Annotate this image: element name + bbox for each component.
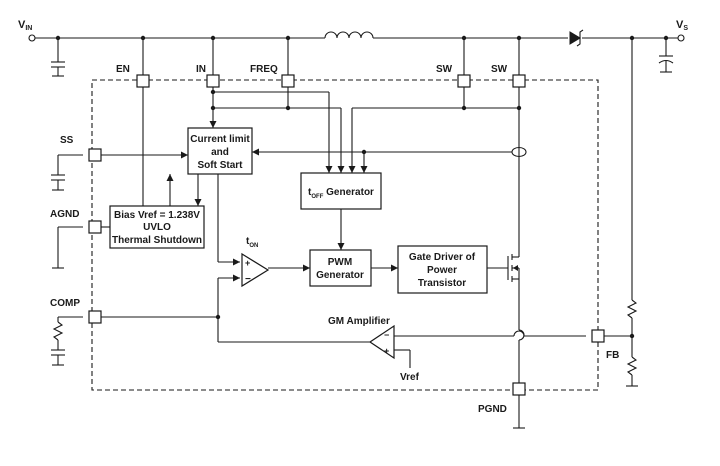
svg-text:UVLO: UVLO: [143, 222, 171, 233]
svg-text:Current limit: Current limit: [190, 134, 250, 145]
gate-driver-block: Gate Driver of Power Transistor: [397, 245, 488, 294]
svg-text:−: −: [245, 274, 251, 285]
en-label: EN: [116, 64, 130, 75]
svg-text:+: +: [245, 258, 250, 268]
vs-label: VS: [676, 19, 688, 32]
comp-label: COMP: [50, 298, 80, 309]
svg-text:and: and: [211, 147, 229, 158]
sw-pin-2: [512, 74, 526, 88]
input-capacitor-icon: [51, 38, 65, 77]
freq-label: FREQ: [250, 64, 278, 75]
pwm-generator-block: PWM Generator: [309, 249, 372, 287]
current-limit-block: Current limit and Soft Start: [187, 127, 253, 175]
vs-terminal: [677, 34, 685, 42]
comp-rc-network-icon: [51, 317, 65, 366]
inductor-icon: [324, 31, 374, 39]
sw-label-1: SW: [436, 64, 453, 75]
svg-text:Bias Vref = 1.238V: Bias Vref = 1.238V: [114, 210, 200, 221]
vin-label: VIN: [18, 19, 32, 32]
toff-generator-block: tOFF Generator: [300, 172, 382, 210]
in-label: IN: [196, 64, 206, 75]
agnd-label: AGND: [50, 209, 79, 220]
pgnd-label: PGND: [478, 404, 507, 415]
svg-text:Soft Start: Soft Start: [198, 160, 244, 171]
output-capacitor-icon: [658, 38, 674, 73]
in-pin: [206, 74, 220, 88]
ic-boundary: [91, 79, 599, 391]
comp-pin: [88, 310, 102, 324]
freq-pin: [281, 74, 295, 88]
sw-label-2: SW: [491, 64, 508, 75]
svg-text:Transistor: Transistor: [418, 278, 466, 289]
feedback-divider: [604, 38, 638, 387]
top-rail: [28, 29, 685, 47]
agnd-pin: [88, 220, 102, 234]
gm-amplifier-label: GM Amplifier: [328, 316, 390, 327]
schottky-diode-icon: [569, 29, 584, 47]
lower-resistor-icon: [626, 356, 638, 376]
svg-text:PWM: PWM: [328, 257, 352, 268]
ss-pin: [88, 148, 102, 162]
svg-text:Power: Power: [427, 265, 457, 276]
svg-text:−: −: [384, 330, 389, 340]
ss-label: SS: [60, 135, 74, 146]
svg-text:tOFF Generator: tOFF Generator: [308, 187, 374, 200]
fb-pin: [591, 329, 605, 343]
ss-capacitor-icon: [51, 155, 65, 191]
svg-text:Thermal Shutdown: Thermal Shutdown: [112, 235, 202, 246]
comparator-icon: + −: [241, 252, 270, 288]
vin-terminal: [28, 34, 36, 42]
gm-amplifier-icon: − +: [368, 324, 395, 360]
sw-pin-1: [457, 74, 471, 88]
svg-text:+: +: [384, 346, 389, 356]
pgnd-pin: [512, 382, 526, 396]
ton-label: tON: [246, 236, 258, 249]
vref-label: Vref: [400, 372, 420, 383]
en-pin: [136, 74, 150, 88]
svg-text:Gate Driver of: Gate Driver of: [409, 252, 476, 263]
fb-label: FB: [606, 350, 619, 361]
svg-text:Generator: Generator: [316, 270, 364, 281]
bias-block: Bias Vref = 1.238V UVLO Thermal Shutdown: [109, 205, 205, 249]
power-transistor-icon: [507, 246, 520, 330]
upper-resistor-icon: [626, 299, 638, 319]
